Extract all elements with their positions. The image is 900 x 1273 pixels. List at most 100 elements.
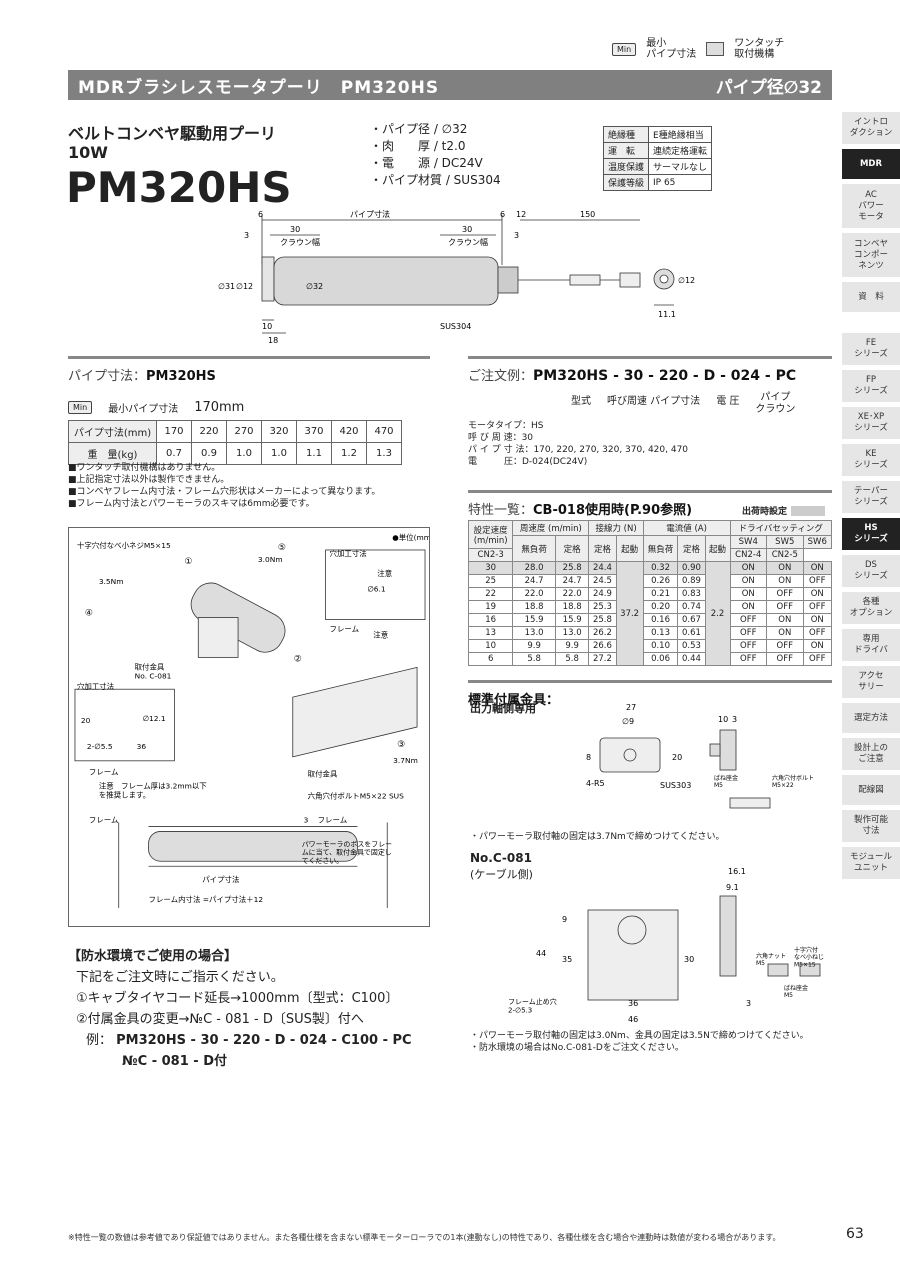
page-number: 63 (846, 1226, 864, 1242)
standard-accessories-heading: 標準付属金具： (468, 680, 832, 708)
sidenav-item[interactable]: 配線図 (842, 775, 900, 805)
table-cell: 6 (467, 652, 514, 666)
table-cell: ON (766, 613, 804, 627)
table-cell: 24.7 (512, 574, 556, 588)
dim-30: 30 (684, 955, 694, 964)
dim-6a: 6 (258, 210, 263, 219)
table-cell: 0.16 (642, 613, 679, 627)
dimension-drawing: 6 パイプ寸法 6 12 150 30 30 クラウン幅 クラウン幅 3 3 ∅… (218, 209, 695, 345)
sidenav-item[interactable]: コンベヤ コンポー ネンツ (842, 233, 900, 277)
spec-key: 温度保護 (602, 158, 650, 175)
spec-value: 連続定格運転 (648, 142, 713, 159)
frame-label: フレーム (330, 625, 360, 634)
order-item: 電 圧：D-024(DC24V) (468, 457, 588, 467)
sidenav-item[interactable]: KE シリーズ (842, 444, 900, 476)
table-cell: 10 (467, 639, 514, 653)
table-cell: 0.21 (642, 587, 679, 601)
heading-model: PM320HS - 30 - 220 - D - 024 - PC (533, 368, 797, 384)
sidenav-item[interactable]: アクセ サリー (842, 666, 900, 698)
sidenav-item[interactable]: テーパー シリーズ (842, 481, 900, 513)
marker-2: ② (294, 654, 302, 664)
table-cell: ON (729, 600, 768, 614)
order-part: パイプ クラウン (755, 392, 796, 415)
dim-35: 35 (562, 955, 572, 964)
table-cell: ON (766, 561, 804, 575)
table-cell: 2.2 (704, 561, 731, 666)
inner-dim-label: フレーム内寸法 =パイプ寸法＋12 (149, 894, 264, 904)
ship-label: 出荷時設定 (742, 507, 788, 517)
heading-label: ご注文例： (468, 369, 534, 384)
caution-label: 注意 (377, 568, 392, 578)
table-cell: 270 (226, 420, 262, 443)
row-header: パイプ寸法(mm) (68, 420, 157, 443)
sidenav-item[interactable]: 各種 オプション (842, 592, 900, 624)
heading-label: 特性一覧： (468, 503, 534, 518)
dim-pipe: パイプ寸法 (350, 209, 390, 219)
bracket-label: 取付金具 (308, 769, 338, 779)
caution-note: 注意 フレーム厚は3.2mm以下を推奨します。 (99, 781, 207, 800)
table-cell: OFF (729, 626, 768, 640)
material-label: SUS303 (660, 781, 691, 790)
sidenav-item[interactable]: 資 料 (842, 282, 900, 312)
sidenav-item[interactable]: FP シリーズ (842, 370, 900, 402)
legend: Min 最小 パイプ寸法 ワンタッチ 取付機構 (612, 38, 784, 60)
sidenav-item[interactable]: 選定方法 (842, 703, 900, 733)
heading-label: パイプ寸法： (68, 369, 147, 384)
crown-a: クラウン幅 (280, 237, 320, 247)
table-cell: 22 (467, 587, 514, 601)
table-cell: 24.9 (588, 587, 617, 601)
sidenav-item[interactable]: 製作可能 寸法 (842, 810, 900, 842)
footer-note: ※特性一覧の数値は参考値であり保証値ではありません。また各種仕様を含まない標準モ… (68, 1233, 781, 1242)
table-cell: 220 (191, 420, 227, 443)
sidenav-item[interactable]: 専用 ドライバ (842, 629, 900, 661)
table-cell: 0.06 (642, 652, 679, 666)
col-speed: 設定速度 (m/min) (467, 520, 514, 549)
heading-label: 標準付属金具： (468, 693, 560, 708)
table-cell: OFF (729, 613, 768, 627)
table-cell: OFF (729, 639, 768, 653)
dim-phi12: ∅12 (236, 282, 253, 291)
frame-note: パワーモーラのボスをフレームに当て、取付金具で固定してください。 (302, 840, 392, 865)
table-cell: 420 (331, 420, 367, 443)
dim-holes: 2-∅5.5 (87, 742, 113, 751)
sidenav-item[interactable]: イントロ ダクション (842, 112, 900, 144)
note-item: ・防水環境の場合はNo.C-081-Dをご注文ください。 (470, 1043, 684, 1053)
spec-list: ・パイプ径 / ∅32 ・肉 厚 / t2.0 ・電 源 / DC24V ・パイ… (370, 121, 501, 189)
table-cell: 13 (467, 626, 514, 640)
sidenav-item[interactable]: AC パワー モータ (842, 184, 900, 228)
crown-b: クラウン幅 (448, 237, 488, 247)
table-cell: OFF (802, 574, 833, 588)
dim-phi31: ∅31 (218, 282, 235, 291)
table-cell: ON (802, 639, 833, 653)
waterproof-line: 下記をご注文時にご指示ください。 (76, 970, 284, 985)
table-cell: 0.89 (677, 574, 706, 588)
sidenav-item[interactable]: モジュール ユニット (842, 847, 900, 879)
sidenav-item[interactable]: DS シリーズ (842, 555, 900, 587)
table-cell: OFF (802, 600, 833, 614)
sidenav-item[interactable]: 設計上の ご注意 (842, 738, 900, 770)
table-cell: 0.9 (191, 442, 227, 465)
material-label: SUS304 (440, 322, 471, 331)
table-cell: ON (802, 587, 833, 601)
sidenav-item[interactable]: XE･XP シリーズ (842, 407, 900, 439)
sidenav-item[interactable]: MDR (842, 149, 900, 179)
waterproof-heading: 【防水環境でご使用の場合】 (68, 949, 238, 964)
sidenav-item[interactable]: FE シリーズ (842, 333, 900, 365)
min-badge: Min (612, 42, 637, 56)
col-current: 電流値 (A) (642, 520, 731, 536)
waterproof-line: ①キャブタイヤコード延長→1000mm〔型式：C100〕 (76, 991, 399, 1006)
table-cell: ON (766, 626, 804, 640)
table-cell: 9.9 (554, 639, 590, 653)
note-item: ■フレーム内寸法とパワーモーラのスキマは6mm必要です。 (68, 499, 315, 509)
col-start: 起動 (615, 535, 644, 562)
sidenav-item[interactable]: HS シリーズ (842, 518, 900, 550)
bolt-label: 六角穴付ボルトM5×22 SUS (308, 791, 404, 801)
product-watt: 10W (68, 143, 108, 162)
